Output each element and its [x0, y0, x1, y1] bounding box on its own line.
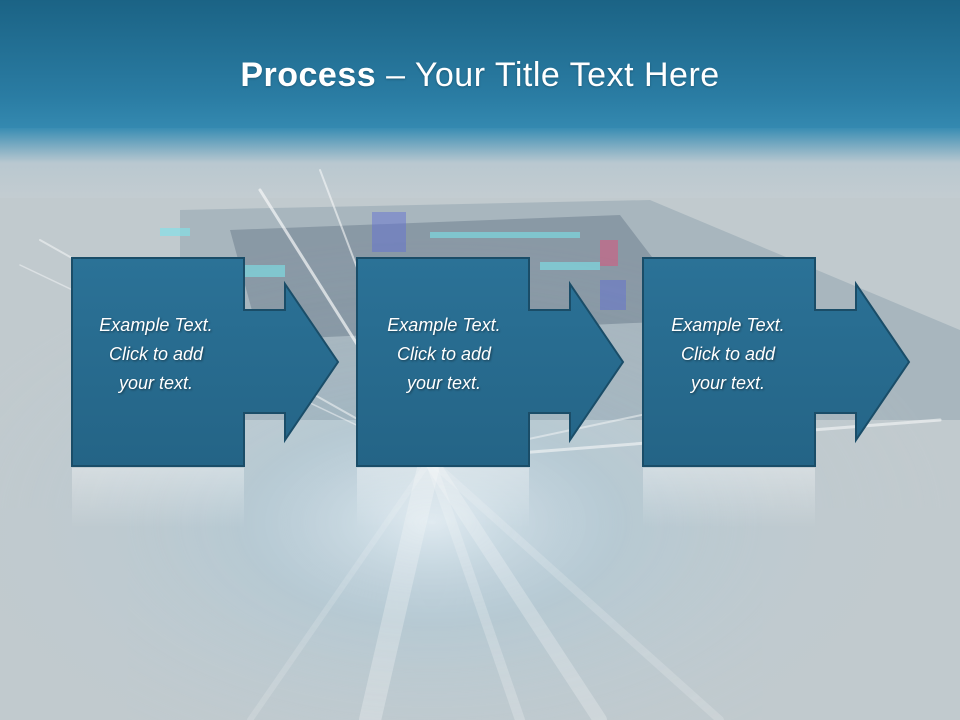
process-reflections — [72, 468, 815, 528]
step-1-text[interactable]: Example Text. Click to add your text. — [99, 315, 213, 393]
title-dash: – — [376, 56, 415, 94]
title-bold: Process — [240, 56, 377, 94]
process-step-3[interactable] — [642, 257, 911, 467]
process-step-1[interactable] — [71, 257, 340, 467]
step-2-text[interactable]: Example Text. Click to add your text. — [387, 315, 501, 393]
step-3-text[interactable]: Example Text. Click to add your text. — [671, 315, 785, 393]
title-rest: Your Title Text Here — [414, 56, 720, 94]
process-step-2[interactable] — [356, 257, 625, 467]
slide-title[interactable]: Process – Your Title Text Here — [0, 50, 960, 100]
